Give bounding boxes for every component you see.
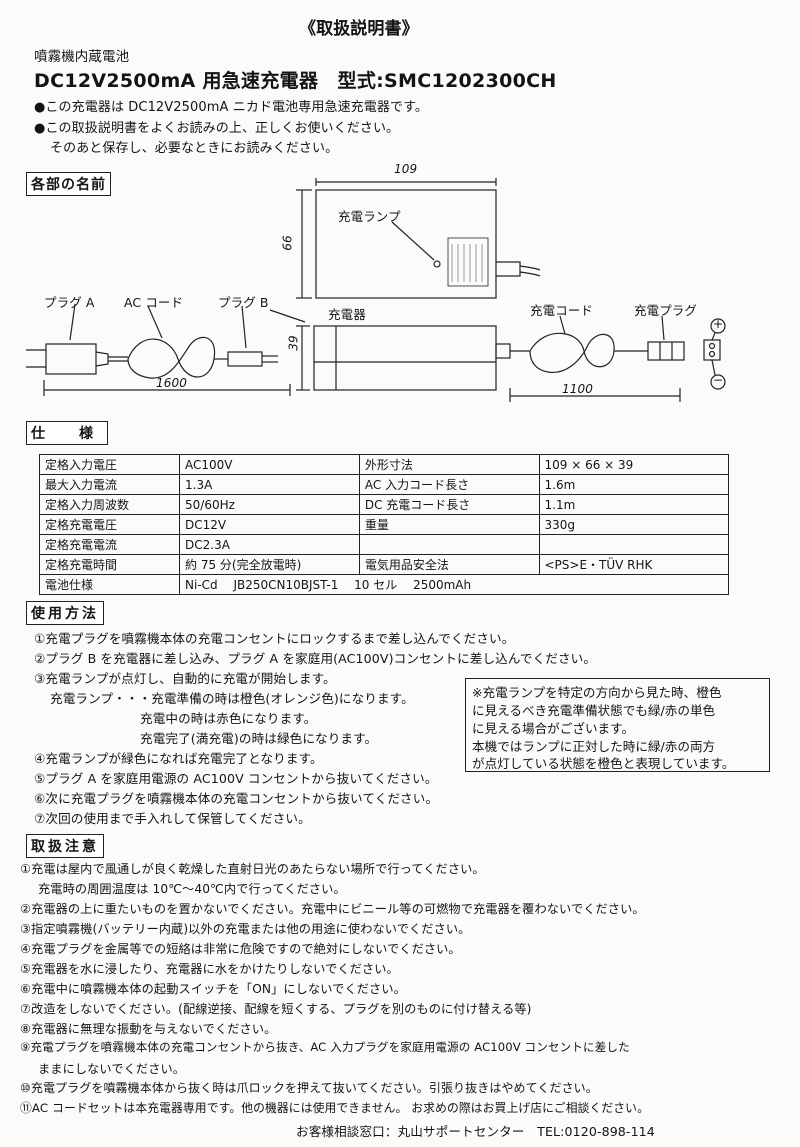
- label-plug-a: プラグ A: [44, 295, 95, 310]
- label-charge-plug: 充電プラグ: [634, 303, 698, 318]
- charge-plug-icon: [647, 341, 685, 361]
- usage-step-4: ④充電ランプが緑色になれば充電完了となります。: [34, 751, 323, 766]
- spec-value: DC12V: [179, 514, 360, 535]
- spec-value: DC2.3A: [179, 534, 360, 555]
- usage-lamp-orange: 充電ランプ・・・充電準備の時は橙色(オレンジ色)になります。: [50, 691, 414, 706]
- spec-value: 1.1m: [538, 494, 729, 515]
- spec-label: AC 入力コード長さ: [358, 474, 540, 495]
- caution-8: ⑧充電器に無理な振動を与えないでください。: [20, 1022, 277, 1036]
- subtitle: 噴霧機内蔵電池: [34, 49, 130, 65]
- minus-sign: −: [713, 373, 724, 387]
- document-title: 《取扱説明書》: [299, 19, 419, 39]
- caution-3: ③指定噴霧機(バッテリー内蔵)以外の充電または他の用途に使わないでください。: [20, 922, 471, 936]
- parts-diagram: [26, 178, 726, 402]
- caution-9-cont: ままにしないでください。: [38, 1062, 186, 1076]
- spec-label: 最大入力電流: [38, 474, 181, 495]
- dim-width: 109: [394, 162, 418, 176]
- caution-9: ⑨充電プラグを噴霧機本体の充電コンセントから抜き、AC 入力プラグを家庭用電源の…: [20, 1040, 630, 1054]
- usage-step-7: ⑦次回の使用まで手入れして保管してください。: [34, 811, 311, 826]
- spec-value: 1.3A: [179, 474, 360, 495]
- ac-cord-icon: [127, 336, 216, 379]
- plus-sign: +: [713, 317, 724, 331]
- spec-value: Ni-Cd JB250CN10BJST-1 10 セル 2500mAh: [179, 574, 729, 595]
- spec-label: 定格入力周波数: [38, 494, 181, 515]
- usage-step-3: ③充電ランプが点灯し、自動的に充電が開始します。: [34, 671, 336, 686]
- spec-label: 定格充電時間: [38, 554, 181, 575]
- charge-cord-icon: [529, 332, 615, 373]
- label-charge-cord: 充電コード: [530, 303, 594, 318]
- contact-info: お客様相談窓口：丸山サポートセンター TEL:0120-898-114: [296, 1124, 655, 1139]
- spec-value: 1.6m: [538, 474, 729, 495]
- spec-label: 定格充電電流: [38, 534, 181, 555]
- usage-step-1: ①充電プラグを噴霧機本体の充電コンセントにロックするまで差し込んでください。: [34, 631, 515, 646]
- usage-step-6: ⑥次に充電プラグを噴霧機本体の充電コンセントから抜いてください。: [34, 791, 439, 806]
- caution-6: ⑥充電中に噴霧機本体の起動スイッチを「ON」にしないでください。: [20, 982, 406, 996]
- note-line-3: に見える場合がございます。: [472, 721, 635, 736]
- spec-value: 50/60Hz: [179, 494, 360, 515]
- spec-value: [538, 534, 729, 555]
- note-line-5: が点灯している状態を橙色と表現しています。: [472, 756, 735, 771]
- caution-7: ⑦改造をしないでください。(配線逆接、配線を短くする、プラグを別のものに付け替え…: [20, 1002, 532, 1016]
- intro-line-1: ●この充電器は DC12V2500mA ニカド電池専用急速充電器です。: [34, 100, 428, 115]
- section-usage: 使用方法: [26, 601, 104, 625]
- usage-lamp-red: 充電中の時は赤色になります。: [140, 711, 317, 726]
- charger-side-view: [313, 325, 497, 391]
- spec-value: <PS>E・TÜV RHK: [538, 554, 729, 575]
- caution-2: ②充電器の上に重たいものを置かないでください。充電中にビニール等の可燃物で充電器…: [20, 902, 645, 916]
- dim-ac-cord: 1600: [156, 376, 187, 390]
- intro-line-2: ●この取扱説明書をよくお読みの上、正しくお使いください。: [34, 121, 400, 136]
- spec-value: 109 × 66 × 39: [538, 454, 729, 475]
- spec-label: 定格入力電圧: [38, 454, 181, 475]
- section-spec: 仕 様: [26, 421, 108, 445]
- note-line-2: に見えるべき充電準備状態でも緑/赤の単色: [472, 703, 716, 718]
- spec-label: DC 充電コード長さ: [358, 494, 540, 515]
- label-plug-b: プラグ B: [218, 295, 269, 310]
- note-line-4: 本機ではランプに正対した時に緑/赤の両方: [472, 739, 716, 754]
- usage-step-2: ②プラグ B を充電器に差し込み、プラグ A を家庭用(AC100V)コンセント…: [34, 651, 597, 666]
- label-lamp: 充電ランプ: [338, 209, 401, 224]
- spec-label: 定格充電電圧: [38, 514, 181, 535]
- dim-height: 66: [280, 235, 295, 251]
- caution-1: ①充電は屋内で風通しが良く乾燥した直射日光のあたらない場所で行ってください。: [20, 862, 485, 876]
- caution-11: ⑪AC コードセットは本充電器専用です。他の機器には使用できません。 お求めの際…: [20, 1101, 649, 1115]
- note-line-1: ※充電ランプを特定の方向から見た時、橙色: [472, 685, 722, 700]
- spec-label: [358, 534, 540, 555]
- dim-dc-cord: 1100: [562, 382, 593, 396]
- spec-label: 外形寸法: [358, 454, 540, 475]
- charger-top-view: [315, 189, 497, 299]
- spec-value: AC100V: [179, 454, 360, 475]
- lamp-icon: [433, 260, 441, 268]
- spec-value: 約 75 分(完全放電時): [179, 554, 360, 575]
- product-title: DC12V2500mA 用急速充電器 型式:SMC1202300CH: [34, 70, 557, 92]
- plug-b-icon: [227, 351, 263, 367]
- spec-row: 定格充電時間約 75 分(完全放電時)電気用品安全法<PS>E・TÜV RHK: [38, 554, 729, 575]
- spec-value: 330g: [538, 514, 729, 535]
- plug-a-icon: [45, 343, 97, 375]
- dim-depth: 39: [286, 335, 301, 351]
- caution-10: ⑩充電プラグを噴霧機本体から抜く時は爪ロックを押えて抜いてください。引張り抜きは…: [20, 1081, 598, 1095]
- lamp-note-box: ※充電ランプを特定の方向から見た時、橙色 に見えるべき充電準備状態でも緑/赤の単…: [465, 678, 770, 772]
- section-parts: 各部の名前: [26, 172, 111, 196]
- usage-step-5: ⑤プラグ A を家庭用電源の AC100V コンセントから抜いてください。: [34, 771, 438, 786]
- caution-5: ⑤充電器を水に浸したり、充電器に水をかけたりしないでください。: [20, 962, 399, 976]
- label-charger: 充電器: [328, 307, 366, 322]
- label-ac-cord: AC コード: [124, 295, 184, 310]
- caution-4: ④充電プラグを金属等での短絡は非常に危険ですので絶対にしないでください。: [20, 942, 461, 956]
- section-caution: 取扱注意: [26, 834, 104, 858]
- spec-label: 電池仕様: [38, 574, 181, 595]
- spec-label: 電気用品安全法: [358, 554, 540, 575]
- usage-lamp-green: 充電完了(満充電)の時は緑色になります。: [140, 731, 378, 746]
- caution-1-temp: 充電時の周囲温度は 10℃〜40℃内で行ってください。: [38, 882, 346, 896]
- intro-line-3: そのあと保存し、必要なときにお読みください。: [50, 141, 339, 156]
- spec-label: 重量: [358, 514, 540, 535]
